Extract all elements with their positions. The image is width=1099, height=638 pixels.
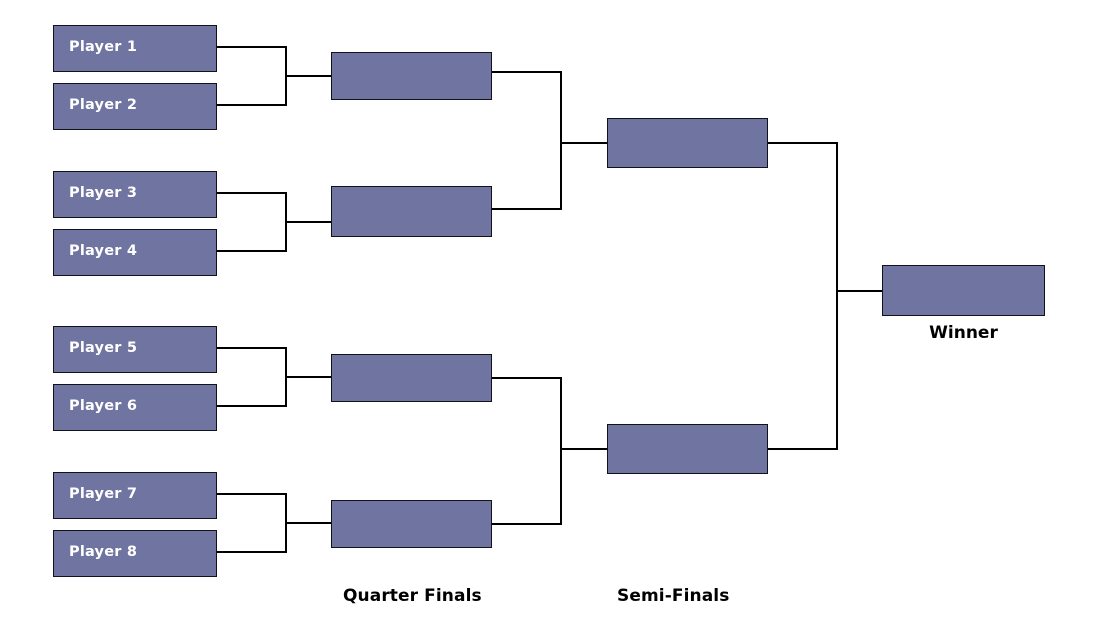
round-label-winner: Winner — [929, 323, 998, 343]
semi-final-slot-1[interactable] — [607, 118, 768, 168]
connector-semi2-vertical — [560, 377, 562, 525]
player-slot-5[interactable]: Player 5 — [53, 326, 217, 373]
connector-p6-horizontal — [217, 405, 287, 407]
quarter-final-slot-3[interactable] — [331, 354, 492, 402]
connector-pair1-stub — [285, 75, 332, 77]
quarter-final-slot-4[interactable] — [331, 500, 492, 548]
player-slot-6[interactable]: Player 6 — [53, 384, 217, 431]
winner-slot[interactable] — [882, 265, 1045, 316]
connector-p7-horizontal — [217, 493, 287, 495]
connector-qf4-horizontal — [492, 523, 562, 525]
connector-qf2-horizontal — [492, 208, 562, 210]
connector-sf2-horizontal — [768, 448, 838, 450]
connector-semi2-stub — [560, 448, 608, 450]
connector-pair3-stub — [285, 376, 332, 378]
connector-qf3-horizontal — [492, 377, 562, 379]
connector-final-vertical — [836, 142, 838, 450]
player-slot-1[interactable]: Player 1 — [53, 25, 217, 72]
quarter-final-slot-2[interactable] — [331, 186, 492, 237]
connector-p1-horizontal — [217, 46, 287, 48]
player-slot-3[interactable]: Player 3 — [53, 171, 217, 218]
connector-p8-horizontal — [217, 551, 287, 553]
connector-p2-horizontal — [217, 104, 287, 106]
round-label-semi-finals: Semi-Finals — [617, 586, 730, 606]
connector-p4-horizontal — [217, 250, 287, 252]
player-slot-4[interactable]: Player 4 — [53, 229, 217, 276]
connector-qf1-horizontal — [492, 71, 562, 73]
connector-semi1-vertical — [560, 71, 562, 210]
connector-p3-horizontal — [217, 192, 287, 194]
connector-pair4-stub — [285, 522, 332, 524]
connector-final-stub — [836, 290, 883, 292]
player-slot-2[interactable]: Player 2 — [53, 83, 217, 130]
connector-sf1-horizontal — [768, 142, 838, 144]
connector-semi1-stub — [560, 142, 608, 144]
player-slot-7[interactable]: Player 7 — [53, 472, 217, 519]
player-slot-8[interactable]: Player 8 — [53, 530, 217, 577]
connector-p5-horizontal — [217, 347, 287, 349]
round-label-quarter-finals: Quarter Finals — [343, 586, 482, 606]
semi-final-slot-2[interactable] — [607, 424, 768, 474]
connector-pair2-stub — [285, 221, 332, 223]
quarter-final-slot-1[interactable] — [331, 52, 492, 100]
